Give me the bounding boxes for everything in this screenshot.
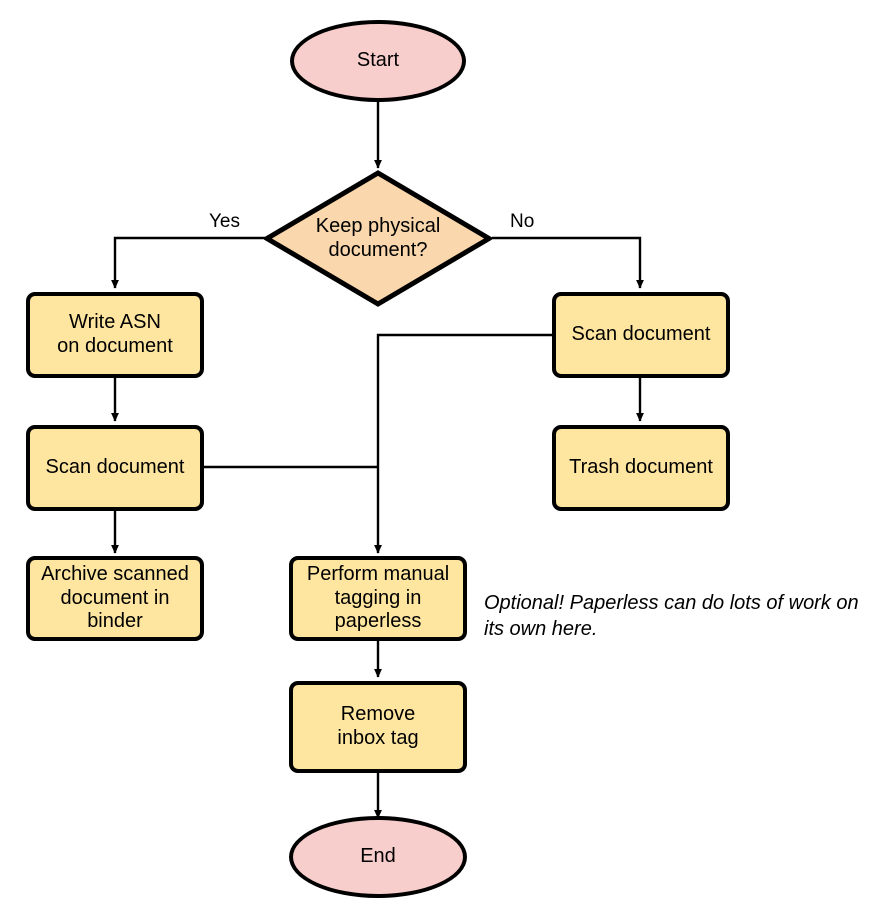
edge-decision-yes-to-write-asn <box>111 236 265 289</box>
node-end-label: End <box>360 845 396 868</box>
node-manual-tagging-label: Perform manual tagging in paperless <box>306 563 450 633</box>
node-end[interactable]: End <box>289 816 467 898</box>
node-archive-binder-label: Archive scanned document in binder <box>41 563 189 633</box>
node-scan-document-right-label: Scan document <box>571 323 711 346</box>
edge-label-yes: Yes <box>209 211 240 232</box>
node-write-asn-label: Write ASN on document <box>57 311 173 357</box>
node-trash-document-label: Trash document <box>569 456 713 479</box>
node-trash-document[interactable]: Trash document <box>552 425 730 511</box>
node-archive-scanned-document-in-binder[interactable]: Archive scanned document in binder <box>26 556 204 641</box>
node-decision-keep-physical-document[interactable]: Keep physical document? <box>264 170 492 307</box>
node-start-label: Start <box>356 49 400 72</box>
node-scan-document-right[interactable]: Scan document <box>552 292 730 378</box>
node-start[interactable]: Start <box>290 20 466 102</box>
node-decision-label: Keep physical document? <box>315 214 441 261</box>
node-remove-inbox-tag-label: Remove inbox tag <box>337 703 419 749</box>
node-scan-document-left[interactable]: Scan document <box>26 425 204 511</box>
node-write-asn-on-document[interactable]: Write ASN on document <box>26 292 204 378</box>
node-perform-manual-tagging-in-paperless[interactable]: Perform manual tagging in paperless <box>289 556 467 641</box>
diamond-shape-icon <box>264 170 492 307</box>
node-scan-document-left-label: Scan document <box>45 456 185 479</box>
annotation-optional-note: Optional! Paperless can do lots of work … <box>484 592 859 640</box>
edge-label-no: No <box>510 211 535 232</box>
edge-scan-right-to-manual-tagging <box>374 333 552 554</box>
edge-decision-no-to-scan-right <box>492 236 644 289</box>
node-remove-inbox-tag[interactable]: Remove inbox tag <box>289 681 467 773</box>
